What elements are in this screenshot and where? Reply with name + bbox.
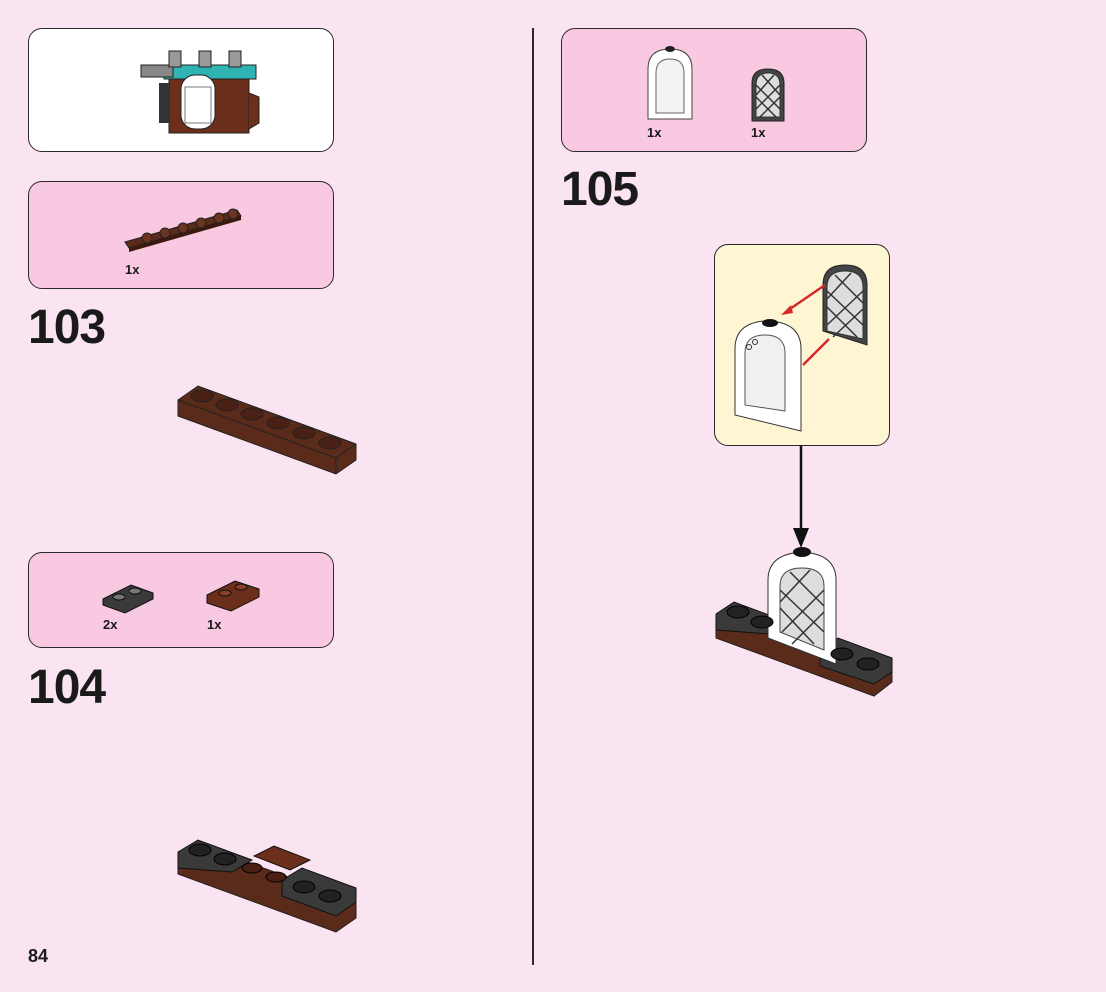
lattice-window-pane-icon	[751, 68, 785, 122]
part-quantity: 1x	[751, 125, 766, 140]
parts-box-step-105: 1x 1x	[561, 28, 867, 152]
window-assembly-diagram	[734, 264, 868, 432]
dark-gray-plate-1x2-icon	[102, 584, 154, 614]
parts-box-step-103: 1x	[28, 181, 334, 289]
assembly-arrow	[793, 446, 809, 548]
callout-subassembly-box	[714, 244, 890, 446]
parts-box-step-104: 2x 1x	[28, 552, 334, 648]
brown-plate-1x6-icon	[124, 208, 242, 252]
part-quantity: 1x	[125, 262, 140, 277]
step-number: 103	[28, 301, 106, 354]
part-quantity: 1x	[207, 617, 222, 632]
white-window-frame-icon	[647, 46, 693, 120]
step-104-model-image	[177, 839, 357, 933]
brown-plate-1x2-rail-icon	[206, 580, 260, 612]
step-number: 104	[28, 661, 106, 714]
column-divider	[532, 28, 534, 965]
part-quantity: 1x	[647, 125, 662, 140]
step-number: 105	[561, 163, 639, 216]
step-103-model-image	[177, 385, 357, 475]
subassembly-model-image	[140, 50, 260, 134]
subassembly-preview-box	[28, 28, 334, 152]
step-105-model-image	[715, 547, 893, 697]
part-quantity: 2x	[103, 617, 118, 632]
page-number: 84	[28, 946, 49, 966]
